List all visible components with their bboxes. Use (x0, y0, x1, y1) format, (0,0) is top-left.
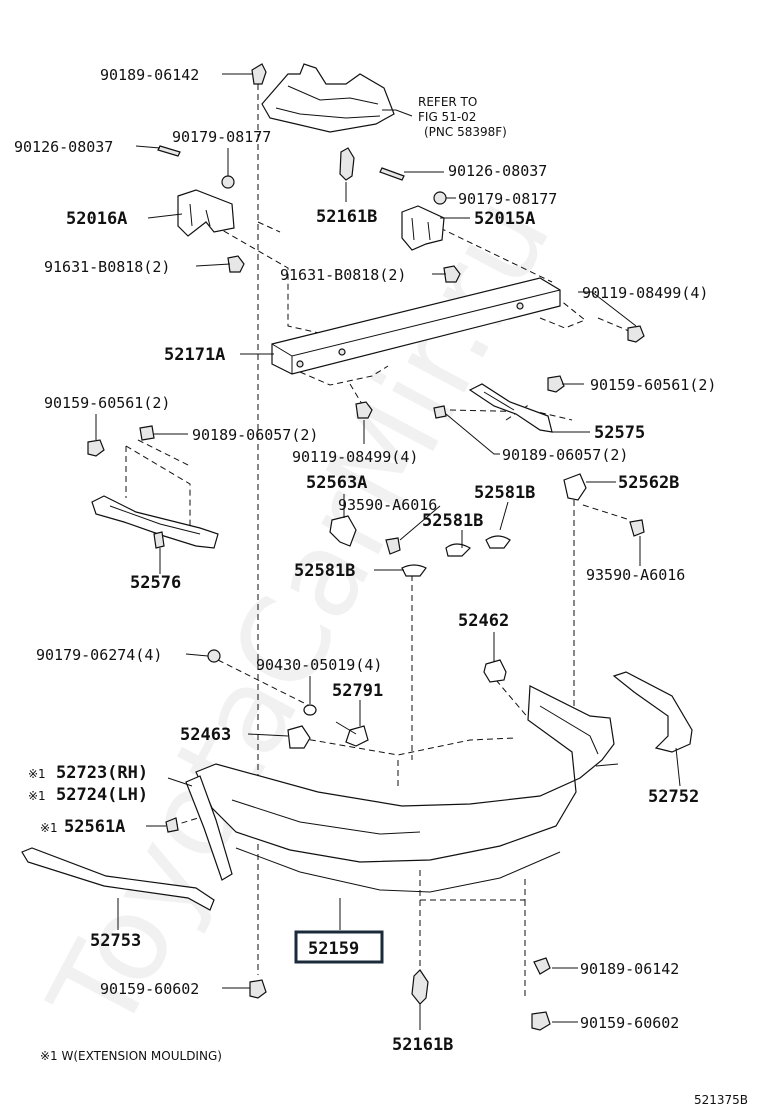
label-90159-60602-left: 90159-60602 (100, 980, 199, 998)
bolt-90119-bottom-icon (355, 401, 373, 419)
clip-90189-06057-right-icon (433, 405, 447, 419)
note-mark-52561a: ※1 (40, 821, 58, 835)
label-52724-lh: 52724(LH) (56, 785, 148, 805)
label-90159-60561-right: 90159-60561(2) (590, 376, 716, 394)
refer-note-line3: (PNC 58398F) (424, 125, 507, 139)
spacer-52791-icon (335, 721, 369, 747)
nut-90179-right-icon (433, 191, 447, 205)
refer-note-line2: FIG 51-02 (418, 110, 476, 124)
label-52161b-bottom: 52161B (392, 1035, 453, 1055)
highlight-box-52159 (294, 930, 384, 964)
retainer-52562b-icon (563, 473, 587, 501)
pad-52581b-a-icon (445, 543, 471, 557)
label-52581b-c: 52581B (294, 561, 355, 581)
nut-90179-06274-icon (207, 649, 221, 663)
retainer-52563a-icon (329, 515, 357, 547)
under-cover-icon (261, 63, 395, 133)
bolt-91631-right-icon (443, 265, 461, 283)
label-52016a: 52016A (66, 209, 127, 229)
note-mark-52723: ※1 (28, 767, 46, 781)
label-90189-06057-right: 90189-06057(2) (502, 446, 628, 464)
clip-90189-06142-bottom-icon (533, 957, 551, 975)
moulding-52752-icon (612, 671, 693, 753)
label-52561a: 52561A (64, 817, 125, 837)
bolt-90159-60561-left-icon (87, 439, 105, 457)
label-90179-08177-right: 90179-08177 (458, 190, 557, 208)
label-52463: 52463 (180, 725, 231, 745)
label-52581b-a: 52581B (474, 483, 535, 503)
label-52581b-b: 52581B (422, 511, 483, 531)
bracket-52576-icon (91, 495, 219, 549)
bumper-cover-52159-icon (195, 685, 619, 893)
footnote: ※1 W(EXTENSION MOULDING) (40, 1049, 222, 1063)
extension-moulding-52723-icon (185, 775, 233, 881)
screw-93590-left-icon (385, 537, 401, 555)
label-90126-08037-right: 90126-08037 (448, 162, 547, 180)
refer-note-line1: REFER TO (418, 95, 477, 109)
label-52576: 52576 (130, 573, 181, 593)
label-52015a: 52015A (474, 209, 535, 229)
label-90119-08499-right: 90119-08499(4) (582, 284, 708, 302)
label-52161b-top: 52161B (316, 207, 377, 227)
moulding-52753-icon (21, 847, 215, 911)
label-52171a: 52171A (164, 345, 225, 365)
clip-90189-06142-top-icon (251, 63, 267, 85)
label-90119-08499-bottom: 90119-08499(4) (292, 448, 418, 466)
label-90179-08177-left: 90179-08177 (172, 128, 271, 146)
bracket-52015a-icon (401, 205, 445, 251)
label-52562b: 52562B (618, 473, 679, 493)
bolt-91631-left-icon (227, 255, 245, 273)
label-93590-a6016-right: 93590-A6016 (586, 566, 685, 584)
label-90179-06274: 90179-06274(4) (36, 646, 162, 664)
leader-lines (95, 73, 681, 1030)
clip-52561a-icon (165, 817, 179, 833)
label-90159-60561-left: 90159-60561(2) (44, 394, 170, 412)
pad-52462-icon (483, 659, 507, 683)
bolt-90159-60561-right-icon (547, 375, 565, 393)
label-52563a: 52563A (306, 473, 367, 493)
clip-52161b-bottom-icon (411, 969, 429, 1005)
nut-90179-left-icon (221, 175, 235, 189)
label-52159: 52159 (308, 939, 359, 959)
label-52791: 52791 (332, 681, 383, 701)
bolt-90126-right-icon (379, 167, 405, 181)
label-52753: 52753 (90, 931, 141, 951)
label-91631-left: 91631-B0818(2) (44, 258, 170, 276)
bolt-90126-left-icon (157, 145, 181, 157)
pad-52463-icon (287, 725, 311, 749)
label-52575: 52575 (594, 423, 645, 443)
pad-52581b-c-icon (401, 564, 427, 577)
washer-90430-icon (303, 704, 317, 716)
bolt-90159-60602-left-icon (249, 979, 267, 999)
screw-93590-right-icon (629, 519, 645, 537)
bolt-90159-60602-right-icon (531, 1011, 551, 1031)
label-90159-60602-right: 90159-60602 (580, 1014, 679, 1032)
reinforcement-52171a-icon (271, 277, 561, 375)
label-90189-06057-left: 90189-06057(2) (192, 426, 318, 444)
figure-code: 521375B (694, 1093, 748, 1107)
label-93590-a6016-left: 93590-A6016 (338, 496, 437, 514)
label-90430-05019: 90430-05019(4) (256, 656, 382, 674)
label-90189-06142-bottom: 90189-06142 (580, 960, 679, 978)
clip-52161b-top-icon (339, 147, 355, 181)
label-52723-rh: 52723(RH) (56, 763, 148, 783)
bracket-52016a-icon (177, 189, 235, 237)
label-52462: 52462 (458, 611, 509, 631)
clip-90189-06057-left-icon (139, 425, 155, 441)
label-52752: 52752 (648, 787, 699, 807)
note-mark-52724: ※1 (28, 789, 46, 803)
bolt-90119-right-icon (627, 325, 645, 343)
pad-52581b-b-icon (485, 535, 511, 549)
label-90189-06142-top: 90189-06142 (100, 66, 199, 84)
label-91631-right: 91631-B0818(2) (280, 266, 406, 284)
label-90126-08037-left: 90126-08037 (14, 138, 113, 156)
